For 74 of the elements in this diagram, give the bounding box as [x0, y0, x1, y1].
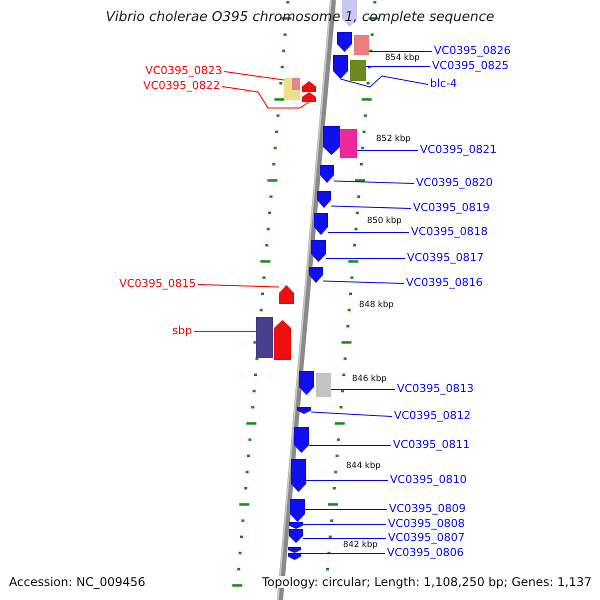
gene-block	[311, 240, 326, 262]
gene-block	[274, 320, 291, 360]
scale-label: 842 kbp	[343, 540, 378, 550]
gene-block	[291, 459, 306, 492]
scale-label: 850 kbp	[367, 216, 402, 226]
sequence-info: Topology: circular; Length: 1,108,250 bp; Genes: 1,137	[262, 576, 592, 588]
gene-block	[309, 267, 323, 283]
gene-block	[316, 373, 331, 397]
gene-block	[354, 35, 369, 55]
gene-label: VC0395_0808	[388, 518, 465, 529]
gene-block	[337, 32, 352, 52]
gene-block	[340, 129, 357, 158]
leader-line	[302, 538, 386, 539]
gene-label: VC0395_0813	[397, 383, 474, 394]
gene-label: VC0395_0807	[388, 532, 465, 543]
gene-label: VC0395_0825	[432, 60, 509, 71]
leader-line	[368, 51, 432, 52]
gene-label: VC0395_0821	[420, 144, 497, 155]
leader-line	[304, 509, 388, 510]
accession-note: Accession: NC_009456	[9, 576, 146, 588]
leader-line	[222, 86, 310, 108]
gene-block	[302, 81, 316, 102]
gene-label: VC0395_0822	[143, 80, 220, 91]
leader-line	[330, 206, 412, 209]
leader-line	[224, 71, 284, 80]
scale-label: 854 kbp	[385, 54, 420, 62]
gene-label: VC0395_0818	[411, 226, 488, 237]
gene-label: VC0395_0811	[393, 439, 470, 450]
leader-line	[328, 232, 410, 233]
gene-block	[323, 126, 340, 155]
gene-label: VC0395_0806	[387, 547, 464, 558]
gene-label: VC0395_0823	[145, 65, 222, 76]
gene-block	[279, 285, 294, 304]
gene-label: VC0395_0816	[406, 277, 483, 288]
leader-line	[322, 280, 404, 284]
gene-block	[333, 55, 348, 79]
title: Vibrio cholerae O395 chromosome 1, complete sequence	[104, 11, 496, 24]
gene-label: sbp	[172, 325, 192, 336]
gene-label: VC0395_0820	[416, 177, 493, 188]
leader-line	[194, 331, 256, 332]
leader-line	[300, 553, 386, 554]
gene-block	[314, 213, 328, 235]
scale-label: 848 kbp	[359, 300, 394, 310]
gene-block	[317, 191, 331, 208]
leader-line	[330, 389, 396, 390]
gene-block	[294, 427, 309, 453]
leader-line	[310, 412, 392, 417]
leader-line	[302, 524, 386, 525]
gene-block	[342, 0, 357, 27]
gene-block	[320, 165, 334, 183]
gene-block	[350, 60, 366, 81]
gene-label: VC0395_0819	[413, 202, 490, 213]
scale-label: 852 kbp	[376, 134, 411, 144]
gene-label: VC0395_0810	[390, 474, 467, 485]
scale-label: 846 kbp	[352, 374, 387, 384]
leader-line	[356, 150, 418, 151]
gene-block	[299, 371, 314, 395]
leader-line	[366, 66, 430, 67]
gene-label: VC0395_0826	[434, 45, 511, 56]
leader-line	[308, 445, 392, 446]
gene-block	[288, 547, 301, 560]
leader-line	[340, 75, 428, 88]
gene-label: blc-4	[430, 78, 458, 89]
leader-line	[334, 180, 414, 184]
gene-block	[284, 78, 300, 100]
gene-label: VC0395_0817	[407, 252, 484, 263]
scale-label: 844 kbp	[346, 462, 381, 470]
gene-block	[297, 407, 311, 414]
gene-label: VC0395_0812	[394, 410, 471, 421]
gene-label: VC0395_0815	[119, 278, 196, 289]
leader-line	[306, 480, 388, 481]
gene-label: VC0395_0809	[389, 503, 466, 514]
gene-block	[256, 317, 273, 358]
leader-line	[326, 258, 406, 259]
